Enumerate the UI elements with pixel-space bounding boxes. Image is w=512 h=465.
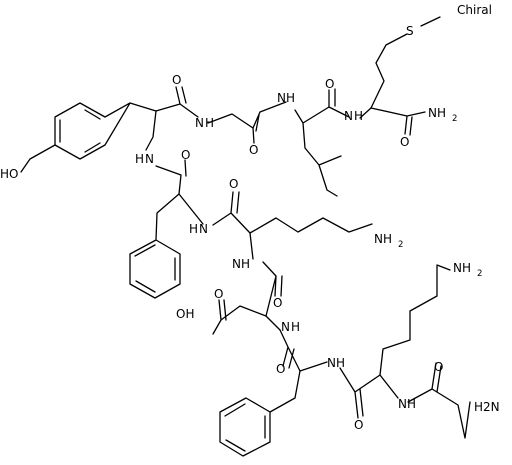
atom-n-tyr: H	[135, 152, 144, 166]
atom-h-asp: H	[291, 320, 300, 334]
atom-n-lys1: NH	[232, 257, 250, 271]
atom-n-tyr-n: N	[145, 152, 154, 166]
atom-o-lys1: O	[229, 177, 238, 191]
atom-n-lys1-eps-sub: 2	[398, 240, 403, 250]
atom-n-leu: NH	[277, 91, 295, 105]
atom-n-met-amide-sub: 2	[452, 114, 457, 124]
atom-o-lys2: O	[354, 418, 363, 432]
atom-n-lys2: NH	[398, 397, 416, 411]
atom-n-phe1-n: N	[199, 222, 208, 236]
atom-n-gly: N	[195, 116, 204, 130]
atom-o-phe1: O	[181, 148, 190, 162]
atom-n-lys1-eps: NH	[374, 232, 392, 246]
atom-o-phenol: HO	[0, 167, 18, 181]
atom-n-met-amide: NH	[428, 106, 446, 120]
atom-n-phe2: NH	[327, 356, 345, 370]
atom-n-met: N	[344, 109, 353, 123]
atom-oh-asp: OH	[176, 307, 194, 321]
atom-o-phe2: O	[276, 362, 285, 376]
atom-n-ala: H2N	[474, 400, 500, 414]
atom-s: S	[406, 24, 414, 38]
atom-labels: S O NH 2 N H O NH O N H O H N HO O H N O…	[0, 24, 500, 432]
atom-o-asp: O	[273, 296, 282, 310]
atom-o-tyr: O	[172, 73, 181, 87]
bond-skeleton	[20, 16, 471, 457]
atom-o-ala: O	[434, 360, 443, 374]
atom-o-gly: O	[249, 143, 258, 157]
atom-n-phe1: H	[189, 222, 198, 236]
atom-h-gly: H	[205, 116, 214, 130]
atom-n-lys2-eps: NH	[453, 261, 471, 275]
atom-o-leu: O	[325, 77, 334, 91]
chiral-flag: Chiral	[457, 3, 492, 17]
atom-o-met: O	[400, 135, 409, 149]
atom-h-met: H	[354, 109, 363, 123]
atom-n-lys2-eps-sub: 2	[477, 269, 482, 279]
atom-n-asp: N	[281, 320, 290, 334]
atom-o-asp-acid: O	[214, 287, 223, 301]
